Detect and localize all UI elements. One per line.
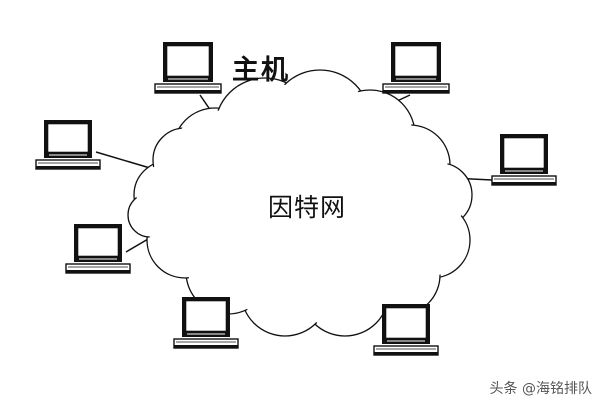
computer-top-left: [154, 42, 222, 94]
host-label: 主机: [232, 55, 290, 86]
computer-top-right: [382, 42, 450, 94]
computer-bottom-left: [173, 297, 239, 349]
computer-lower-left: [65, 224, 131, 274]
watermark: 头条 @海铭排队: [489, 381, 592, 397]
computer-bottom-right: [373, 304, 439, 356]
computer-right: [491, 134, 557, 186]
connection-line: [95, 151, 151, 169]
computer-left: [35, 120, 101, 170]
internet-label: 因特网: [268, 193, 347, 222]
cloud-icon: [127, 69, 473, 337]
computer-group: [35, 42, 557, 356]
